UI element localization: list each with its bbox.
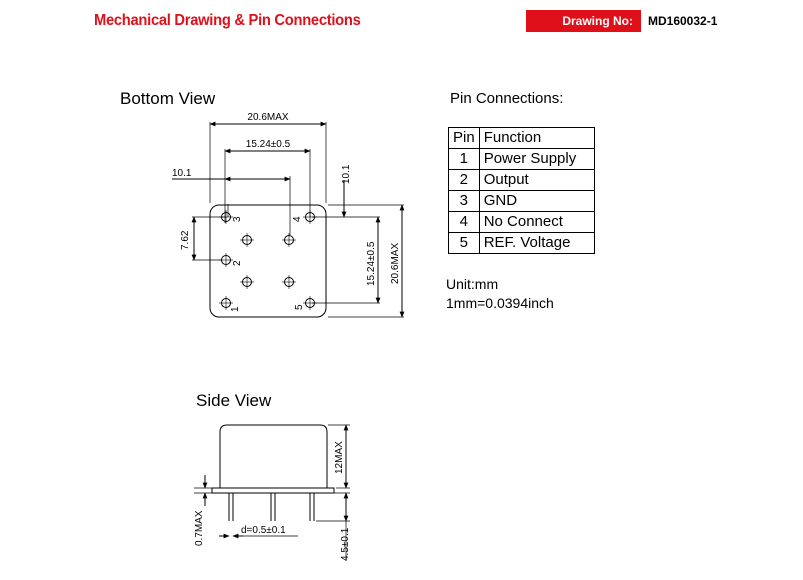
pin-label-2: 2: [232, 260, 243, 266]
dim-body-height-label: 12MAX: [334, 441, 345, 474]
dim-height-label: 20.6MAX: [390, 243, 401, 284]
dim-pin-spacing-h-label: 15.24±0.5: [246, 139, 291, 150]
pin-connections-table: Pin Function 1 Power Supply 2 Output 3 G…: [448, 127, 595, 254]
dim-offset-left-label: 10.1: [172, 168, 192, 179]
dim-offset-top-label: 10.1: [341, 164, 352, 184]
internal-pad: [282, 233, 296, 247]
package-body: [219, 424, 328, 488]
internal-pad: [240, 233, 254, 247]
pin-label-5: 5: [294, 304, 305, 310]
unit-text: Unit:mm: [446, 276, 499, 292]
pin-connections-heading: Pin Connections:: [450, 90, 564, 107]
internal-pad: [240, 275, 254, 289]
table-row: 2 Output: [448, 169, 595, 191]
dim-standoff-label: 0.7MAX: [194, 510, 205, 546]
pin-function: REF. Voltage: [478, 232, 595, 254]
units-note: Unit:mm 1mm=0.0394inch: [446, 275, 554, 313]
pin-3: [219, 210, 233, 224]
pin-label-4: 4: [292, 216, 303, 222]
side-view-heading: Side View: [196, 391, 272, 410]
side-view-drawing: [194, 424, 350, 560]
table-row: 1 Power Supply: [448, 148, 595, 170]
pin-4: [303, 210, 317, 224]
drawing-number-label: Drawing No:: [526, 10, 641, 32]
pin-label-3: 3: [232, 216, 243, 222]
package-flange: [211, 487, 335, 494]
pin-5: [303, 296, 317, 310]
table-row: 4 No Connect: [448, 211, 595, 233]
pin-2: [219, 253, 233, 267]
bottom-view-heading: Bottom View: [120, 89, 216, 108]
dim-width-label: 20.6MAX: [247, 112, 288, 123]
dim-pin-pitch-label: 7.62: [180, 230, 191, 250]
dim-pin-length-label: 4.5±0.1: [340, 527, 351, 561]
drawing-number: MD160032-1: [648, 14, 718, 28]
internal-pad: [282, 275, 296, 289]
package-outline: [209, 204, 327, 318]
pin-label-1: 1: [230, 306, 241, 312]
dim-pin-spacing-v-label: 15.24±0.5: [366, 241, 377, 286]
drawing-title: Mechanical Drawing & Pin Connections: [94, 12, 361, 29]
table-row: 5 REF. Voltage: [448, 232, 595, 254]
dim-pin-diameter-label: d=0.5±0.1: [241, 525, 286, 536]
pin-1: [219, 296, 233, 310]
unit-conversion: 1mm=0.0394inch: [446, 295, 554, 311]
function-column-header: Function: [478, 127, 595, 149]
bottom-view-drawing: [172, 121, 405, 318]
pin-function: Power Supply: [478, 148, 595, 170]
